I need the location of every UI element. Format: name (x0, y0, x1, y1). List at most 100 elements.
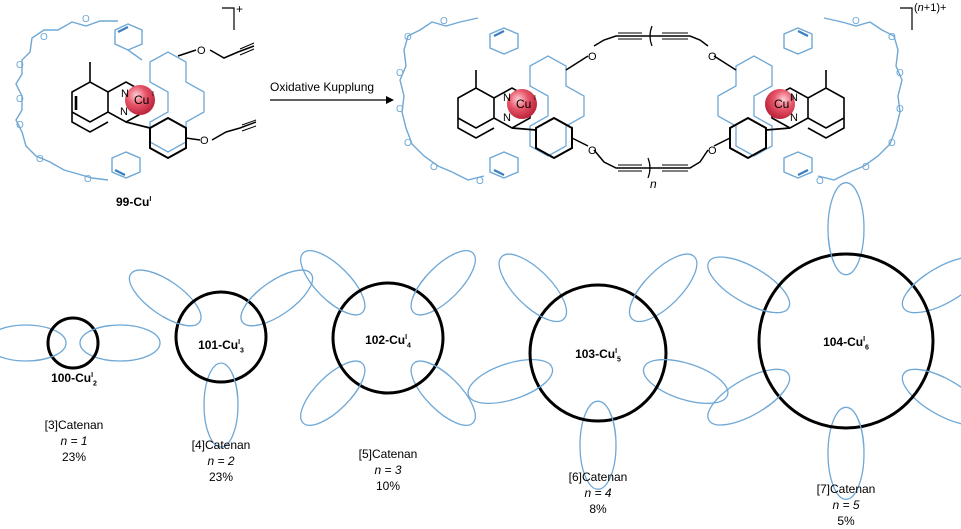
compound-name: 100-Cu (51, 371, 92, 385)
svg-text:O: O (896, 68, 904, 79)
compound-count: 5 (617, 356, 621, 364)
catenane-loop (410, 250, 476, 316)
n-atom: N (790, 92, 798, 104)
catenane-loop (203, 362, 239, 448)
catenane-central-ring (331, 281, 445, 395)
catenane-compound-label: 101-CuI3 (181, 336, 261, 358)
compound-count: 2 (93, 380, 97, 388)
catenane-name: [5]Catenan (358, 447, 418, 461)
reactant-label-text: 99-Cu (116, 195, 150, 209)
catenane-loop (827, 182, 865, 276)
compound-count: 4 (407, 342, 411, 350)
repeat-index: n (650, 177, 657, 191)
catenane-loop-crossing (410, 360, 476, 426)
catenane-3 (300, 250, 476, 426)
svg-text:O: O (862, 162, 870, 173)
compound-name: 104-Cu (823, 335, 864, 349)
compound-count: 3 (240, 347, 244, 355)
black-phenyl (149, 116, 187, 160)
compound-oxidation: I (405, 334, 408, 341)
svg-text:O: O (852, 16, 860, 27)
svg-text:O: O (36, 154, 44, 165)
catenane-compound-label: 102-CuI4 (348, 331, 428, 353)
n-atom: N (120, 106, 128, 118)
catenane-loop (300, 250, 366, 316)
svg-text:O: O (16, 94, 24, 105)
svg-text:O: O (396, 104, 404, 115)
compound-count: 6 (865, 344, 869, 352)
product-charge: (n+1)+ (914, 2, 946, 14)
cu-oxidation: I (152, 91, 154, 98)
cu-oxidation: I (534, 95, 536, 102)
catenane-loop (628, 253, 698, 323)
compound-name: 103-Cu (575, 347, 616, 361)
product-charge-n: n (917, 2, 924, 14)
propargyl-chain-bottom (211, 121, 257, 141)
catenane-loop (0, 324, 67, 362)
cu-symbol: Cu (774, 97, 789, 111)
catenane-loop (467, 358, 554, 405)
o-atom: O (588, 145, 597, 157)
compound-name: 102-Cu (365, 333, 406, 347)
reactant-charge: + (236, 2, 244, 16)
copper-ion-left (507, 89, 537, 119)
catenane-2 (128, 269, 314, 448)
catenane-5 (707, 182, 961, 500)
catenane-name: [7]Catenan (816, 482, 876, 496)
catenane-loop (498, 253, 568, 323)
svg-text:O: O (40, 32, 48, 43)
catenane-loop (707, 368, 791, 426)
product-charge-tail: +1)+ (923, 2, 947, 14)
svg-text:O: O (888, 32, 896, 43)
svg-text:O: O (84, 174, 92, 185)
svg-text:O: O (404, 138, 412, 149)
catenane-4 (467, 253, 729, 490)
catenane-loop (901, 368, 961, 426)
catenane-compound-label: 100-CuI2 (34, 369, 114, 391)
cu-oxidation: I (792, 95, 794, 102)
diyne-bottom (593, 149, 709, 169)
propargyl-chain-top (209, 45, 255, 59)
cu-symbol: Cu (134, 93, 149, 107)
catenane-n-value: n = 2 (207, 454, 235, 468)
catenane-n-value: n = 5 (832, 498, 860, 512)
catenane-n-value: n = 4 (584, 486, 612, 500)
catenane-loop (410, 360, 476, 426)
svg-text:O: O (430, 162, 438, 173)
catenane-central-ring (528, 283, 668, 423)
svg-text:O: O (16, 60, 24, 71)
catenane-compound-label: 103-CuI5 (558, 345, 638, 367)
catenane-loop (827, 406, 865, 500)
catenane-loop (79, 324, 161, 362)
svg-text:O: O (888, 138, 896, 149)
catenane-loop-crossing (300, 250, 366, 316)
o-atom: O (197, 45, 206, 57)
catenane-loop (901, 256, 961, 314)
catenane-loop (579, 400, 617, 490)
catenane-loop-crossing (467, 358, 554, 405)
catenane-central-ring (46, 316, 100, 370)
catenane-yield: 8% (589, 502, 607, 516)
n-atom: N (121, 88, 129, 100)
crown-ether-chain-left (399, 17, 485, 181)
catenane-loop (240, 269, 314, 327)
o-atom: O (200, 135, 209, 147)
compound-oxidation: I (91, 372, 94, 379)
cu-symbol: Cu (516, 97, 531, 111)
catenane-loop-crossing (0, 324, 67, 362)
reactant-label: 99-CuI (116, 193, 151, 209)
catenane-name: [3]Catenan (44, 418, 104, 432)
n-atom: N (790, 112, 798, 124)
catenane-loop-crossing (300, 360, 366, 426)
catenane-loop-crossing (410, 250, 476, 316)
svg-text:O: O (476, 176, 484, 187)
arrow-label: Oxidative Kupplung (270, 80, 375, 94)
svg-text:O: O (440, 16, 448, 27)
